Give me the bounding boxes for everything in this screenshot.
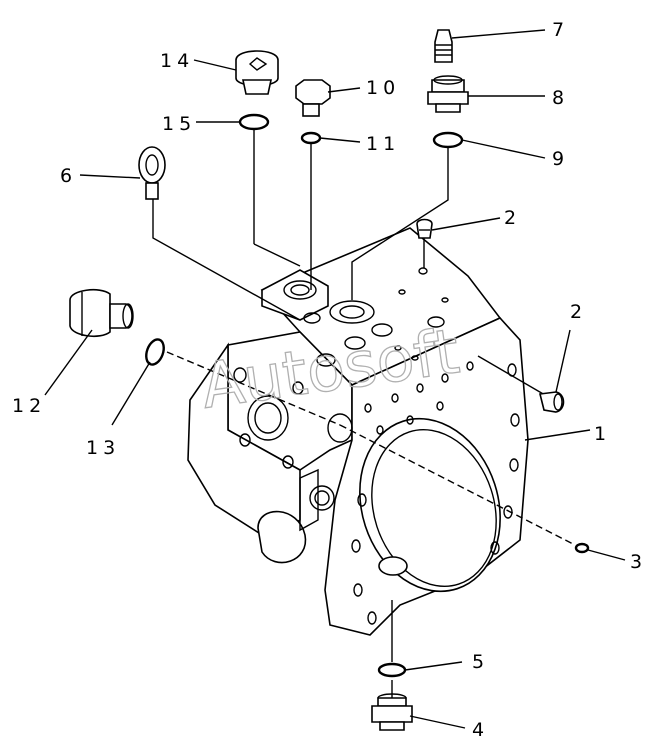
label-10: 10 [366,77,400,99]
callout-leaders [44,29,626,729]
label-3: 3 [630,551,647,573]
part-3-o-ring [574,542,590,554]
label-11: 11 [366,133,400,155]
part-5-o-ring [377,662,407,678]
part-13-o-ring [145,338,165,366]
label-9: 9 [552,148,569,170]
assembly-lines [152,128,576,700]
part-2-plug-top [416,218,433,239]
part-12-connector [69,288,134,338]
label-4: 4 [472,719,489,741]
label-7: 7 [552,19,569,41]
label-2-side: 2 [570,301,587,323]
part-8-plug [427,75,469,113]
part-4-plug [371,693,413,731]
part-11-o-ring [300,131,322,145]
label-2-top: 2 [504,207,521,229]
label-13: 13 [86,437,120,459]
label-14: 14 [160,50,194,72]
part-15-o-ring [238,113,270,131]
part-10-bolt [295,79,331,117]
part-14-plug [235,50,279,95]
label-6: 6 [60,165,77,187]
label-15: 15 [162,113,196,135]
label-12: 12 [12,395,46,417]
part-2-plug-side [539,391,565,413]
label-5: 5 [472,651,489,673]
part-9-o-ring [432,131,464,149]
label-8: 8 [552,87,569,109]
part-labels: 14 15 10 11 7 8 9 6 2 2 1 3 5 4 12 13 [12,19,647,741]
part-7-bolt [434,29,453,63]
pump-housing [187,227,529,636]
label-1: 1 [594,423,611,445]
part-6-eye-bolt [138,146,166,200]
